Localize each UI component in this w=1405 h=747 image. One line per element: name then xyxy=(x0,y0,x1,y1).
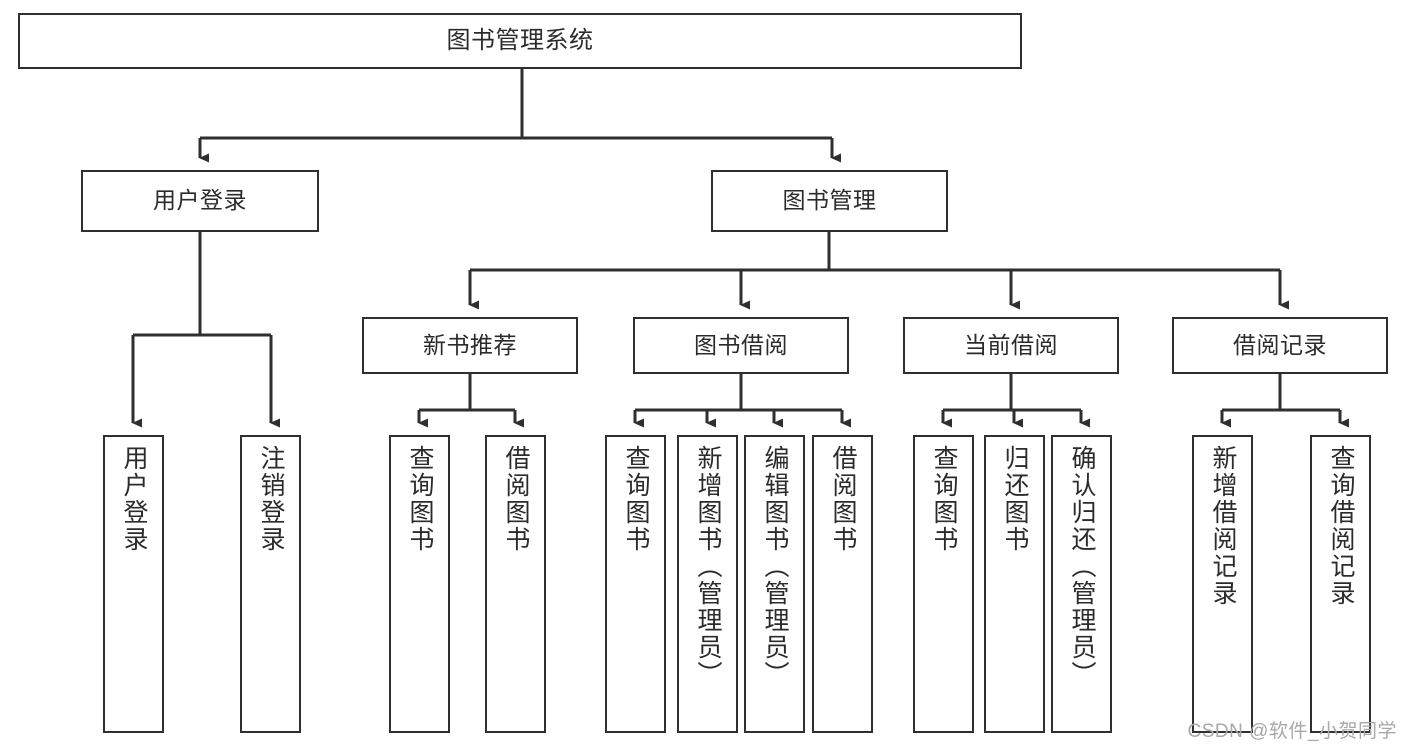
node-root[interactable]: 图书管理系统 xyxy=(18,13,1022,69)
node-book-manage[interactable]: 图书管理 xyxy=(711,170,948,232)
leaf-query-record[interactable]: 查询借阅记录 xyxy=(1310,435,1371,733)
leaf-user-login[interactable]: 用户登录 xyxy=(103,435,164,733)
node-new-book-rec-label: 新书推荐 xyxy=(423,331,517,358)
node-current-borrow-label: 当前借阅 xyxy=(964,331,1058,358)
leaf-add-record[interactable]: 新增借阅记录 xyxy=(1192,435,1253,733)
leaf-query-book-1-label: 查询图书 xyxy=(406,445,434,553)
leaf-user-login-label: 用户登录 xyxy=(120,445,148,553)
leaf-query-book-2[interactable]: 查询图书 xyxy=(605,435,666,733)
leaf-query-book-1[interactable]: 查询图书 xyxy=(389,435,450,733)
leaf-query-record-label: 查询借阅记录 xyxy=(1327,445,1355,607)
leaf-query-book-3[interactable]: 查询图书 xyxy=(913,435,974,733)
leaf-borrow-book-2-label: 借阅图书 xyxy=(829,445,857,553)
leaf-edit-book-label: 编辑图书（管理员） xyxy=(761,445,789,688)
leaf-confirm-return-label: 确认归还（管理员） xyxy=(1068,445,1096,688)
leaf-borrow-book-1[interactable]: 借阅图书 xyxy=(485,435,546,733)
node-user-login[interactable]: 用户登录 xyxy=(81,170,319,232)
node-user-login-label: 用户登录 xyxy=(153,187,247,214)
node-book-manage-label: 图书管理 xyxy=(782,187,877,214)
leaf-add-book[interactable]: 新增图书（管理员） xyxy=(677,435,738,733)
leaf-borrow-book-2[interactable]: 借阅图书 xyxy=(812,435,873,733)
leaf-logout-label: 注销登录 xyxy=(257,445,285,553)
node-book-borrow[interactable]: 图书借阅 xyxy=(633,317,849,374)
node-borrow-record[interactable]: 借阅记录 xyxy=(1172,317,1388,374)
leaf-query-book-2-label: 查询图书 xyxy=(622,445,650,553)
node-book-borrow-label: 图书借阅 xyxy=(694,331,788,358)
leaf-edit-book[interactable]: 编辑图书（管理员） xyxy=(744,435,805,733)
node-root-label: 图书管理系统 xyxy=(446,26,594,54)
leaf-return-book[interactable]: 归还图书 xyxy=(984,435,1045,733)
leaf-return-book-label: 归还图书 xyxy=(1001,445,1029,553)
leaf-add-record-label: 新增借阅记录 xyxy=(1209,445,1237,607)
node-current-borrow[interactable]: 当前借阅 xyxy=(903,317,1119,374)
leaf-query-book-3-label: 查询图书 xyxy=(930,445,958,553)
leaf-logout[interactable]: 注销登录 xyxy=(240,435,301,733)
node-borrow-record-label: 借阅记录 xyxy=(1233,331,1327,358)
csdn-watermark: CSDN @软件_小贺同学 xyxy=(1187,721,1397,742)
node-new-book-rec[interactable]: 新书推荐 xyxy=(362,317,578,374)
leaf-confirm-return[interactable]: 确认归还（管理员） xyxy=(1051,435,1112,733)
leaf-add-book-label: 新增图书（管理员） xyxy=(694,445,722,688)
leaf-borrow-book-1-label: 借阅图书 xyxy=(502,445,530,553)
